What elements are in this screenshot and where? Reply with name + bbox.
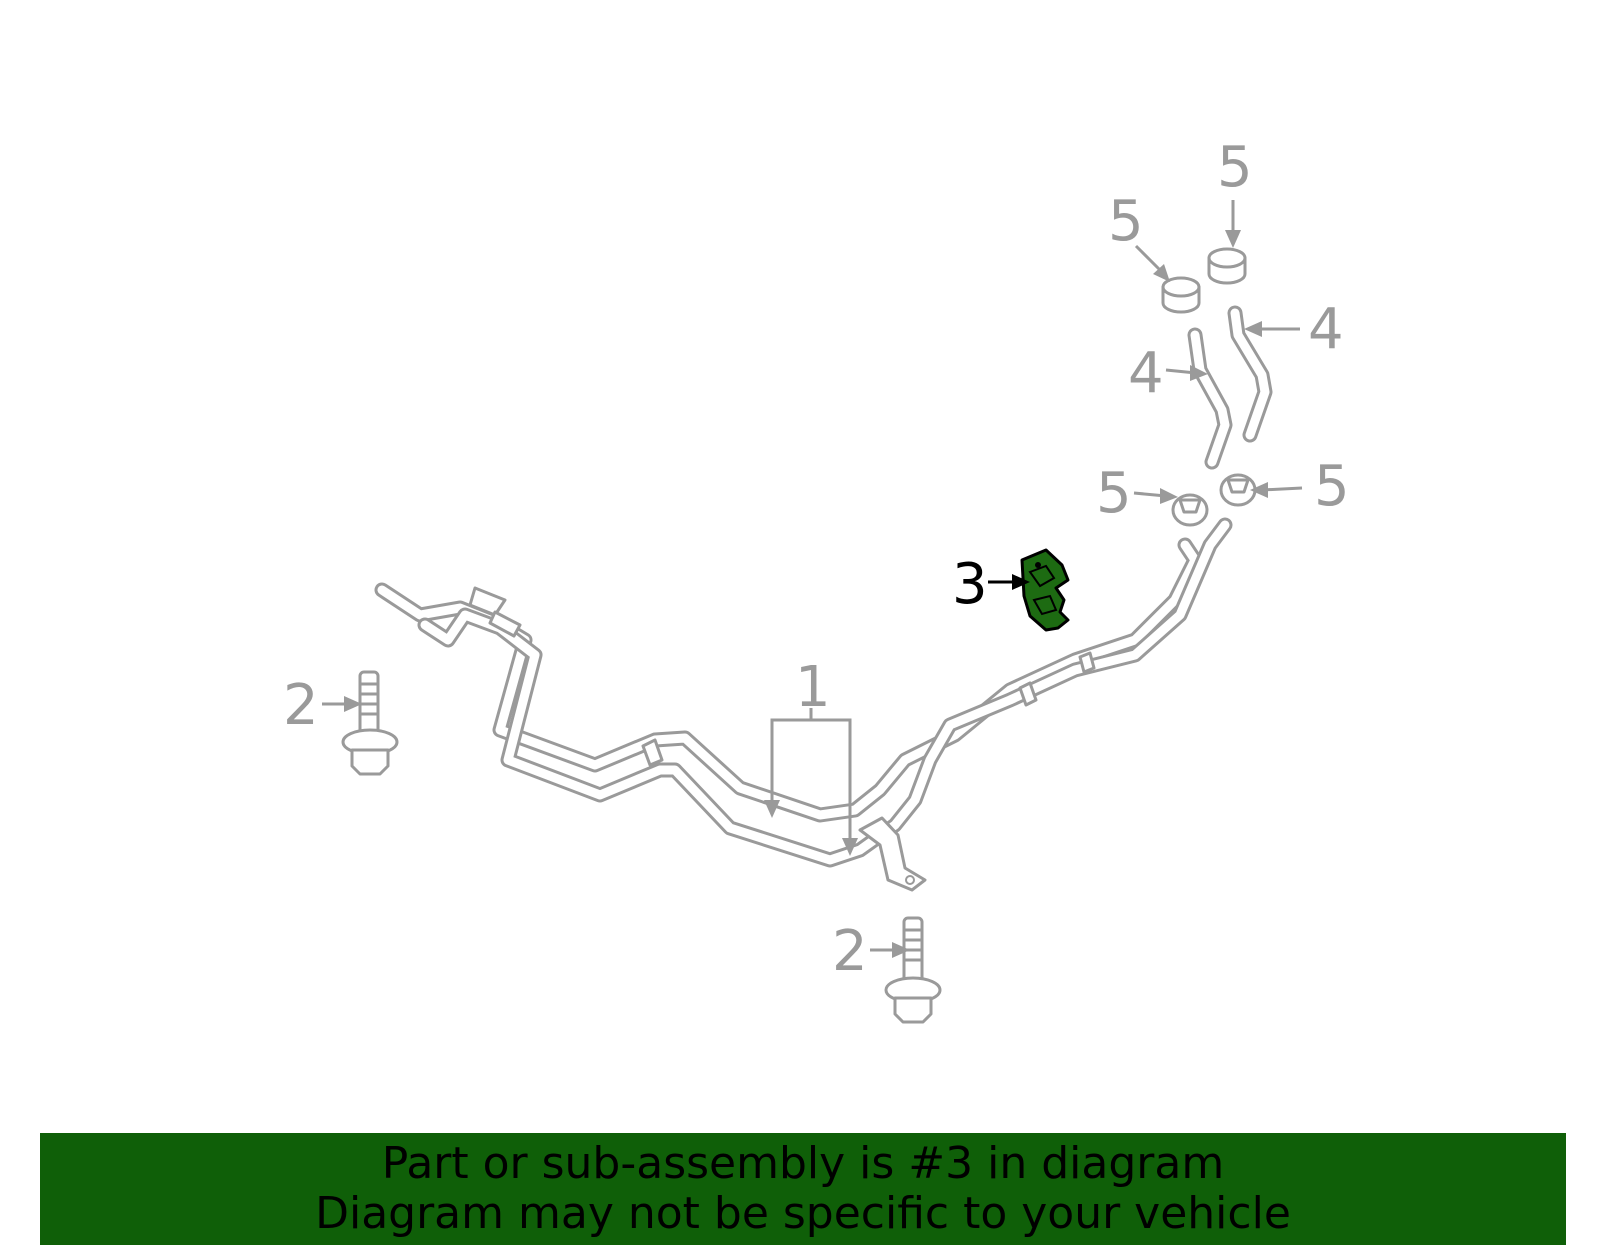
banner-line-disclaimer: Diagram may not be specific to your vehi… xyxy=(315,1188,1291,1239)
svg-text:5: 5 xyxy=(1108,189,1144,254)
svg-text:4: 4 xyxy=(1128,341,1164,406)
svg-text:4: 4 xyxy=(1308,297,1344,362)
svg-text:1: 1 xyxy=(795,655,831,720)
svg-text:2: 2 xyxy=(283,673,319,738)
callout-5-mid-right: 5 xyxy=(1250,454,1350,519)
clamp-mid-left xyxy=(1171,493,1209,527)
callout-4-left: 4 xyxy=(1128,341,1208,406)
info-banner: Part or sub-assembly is #3 in diagram Di… xyxy=(40,1133,1566,1245)
clamp-top-left xyxy=(1161,276,1201,314)
hose-left xyxy=(1187,327,1233,470)
svg-text:3: 3 xyxy=(952,552,988,617)
callout-5-top-left: 5 xyxy=(1108,189,1170,282)
svg-text:2: 2 xyxy=(832,919,868,984)
callout-2-bottom: 2 xyxy=(832,919,910,984)
callout-1: 1 xyxy=(764,655,858,856)
callout-5-mid-left: 5 xyxy=(1096,461,1178,526)
clamp-mid-right xyxy=(1219,473,1257,507)
bolt-left xyxy=(341,670,399,776)
clamp-top-right xyxy=(1207,247,1247,285)
callout-4-right: 4 xyxy=(1244,297,1344,362)
callout-5-top-right: 5 xyxy=(1217,135,1253,248)
svg-text:5: 5 xyxy=(1217,135,1253,200)
cooler-pipe-assembly xyxy=(374,517,1233,892)
bolt-bottom xyxy=(884,916,942,1024)
hose-right xyxy=(1227,305,1273,443)
callout-2-left: 2 xyxy=(283,673,362,738)
callout-3: 3 xyxy=(952,552,1030,617)
banner-line-part-number: Part or sub-assembly is #3 in diagram xyxy=(381,1138,1225,1189)
highlighted-bracket xyxy=(1020,548,1070,632)
svg-text:5: 5 xyxy=(1096,461,1132,526)
svg-text:5: 5 xyxy=(1314,454,1350,519)
